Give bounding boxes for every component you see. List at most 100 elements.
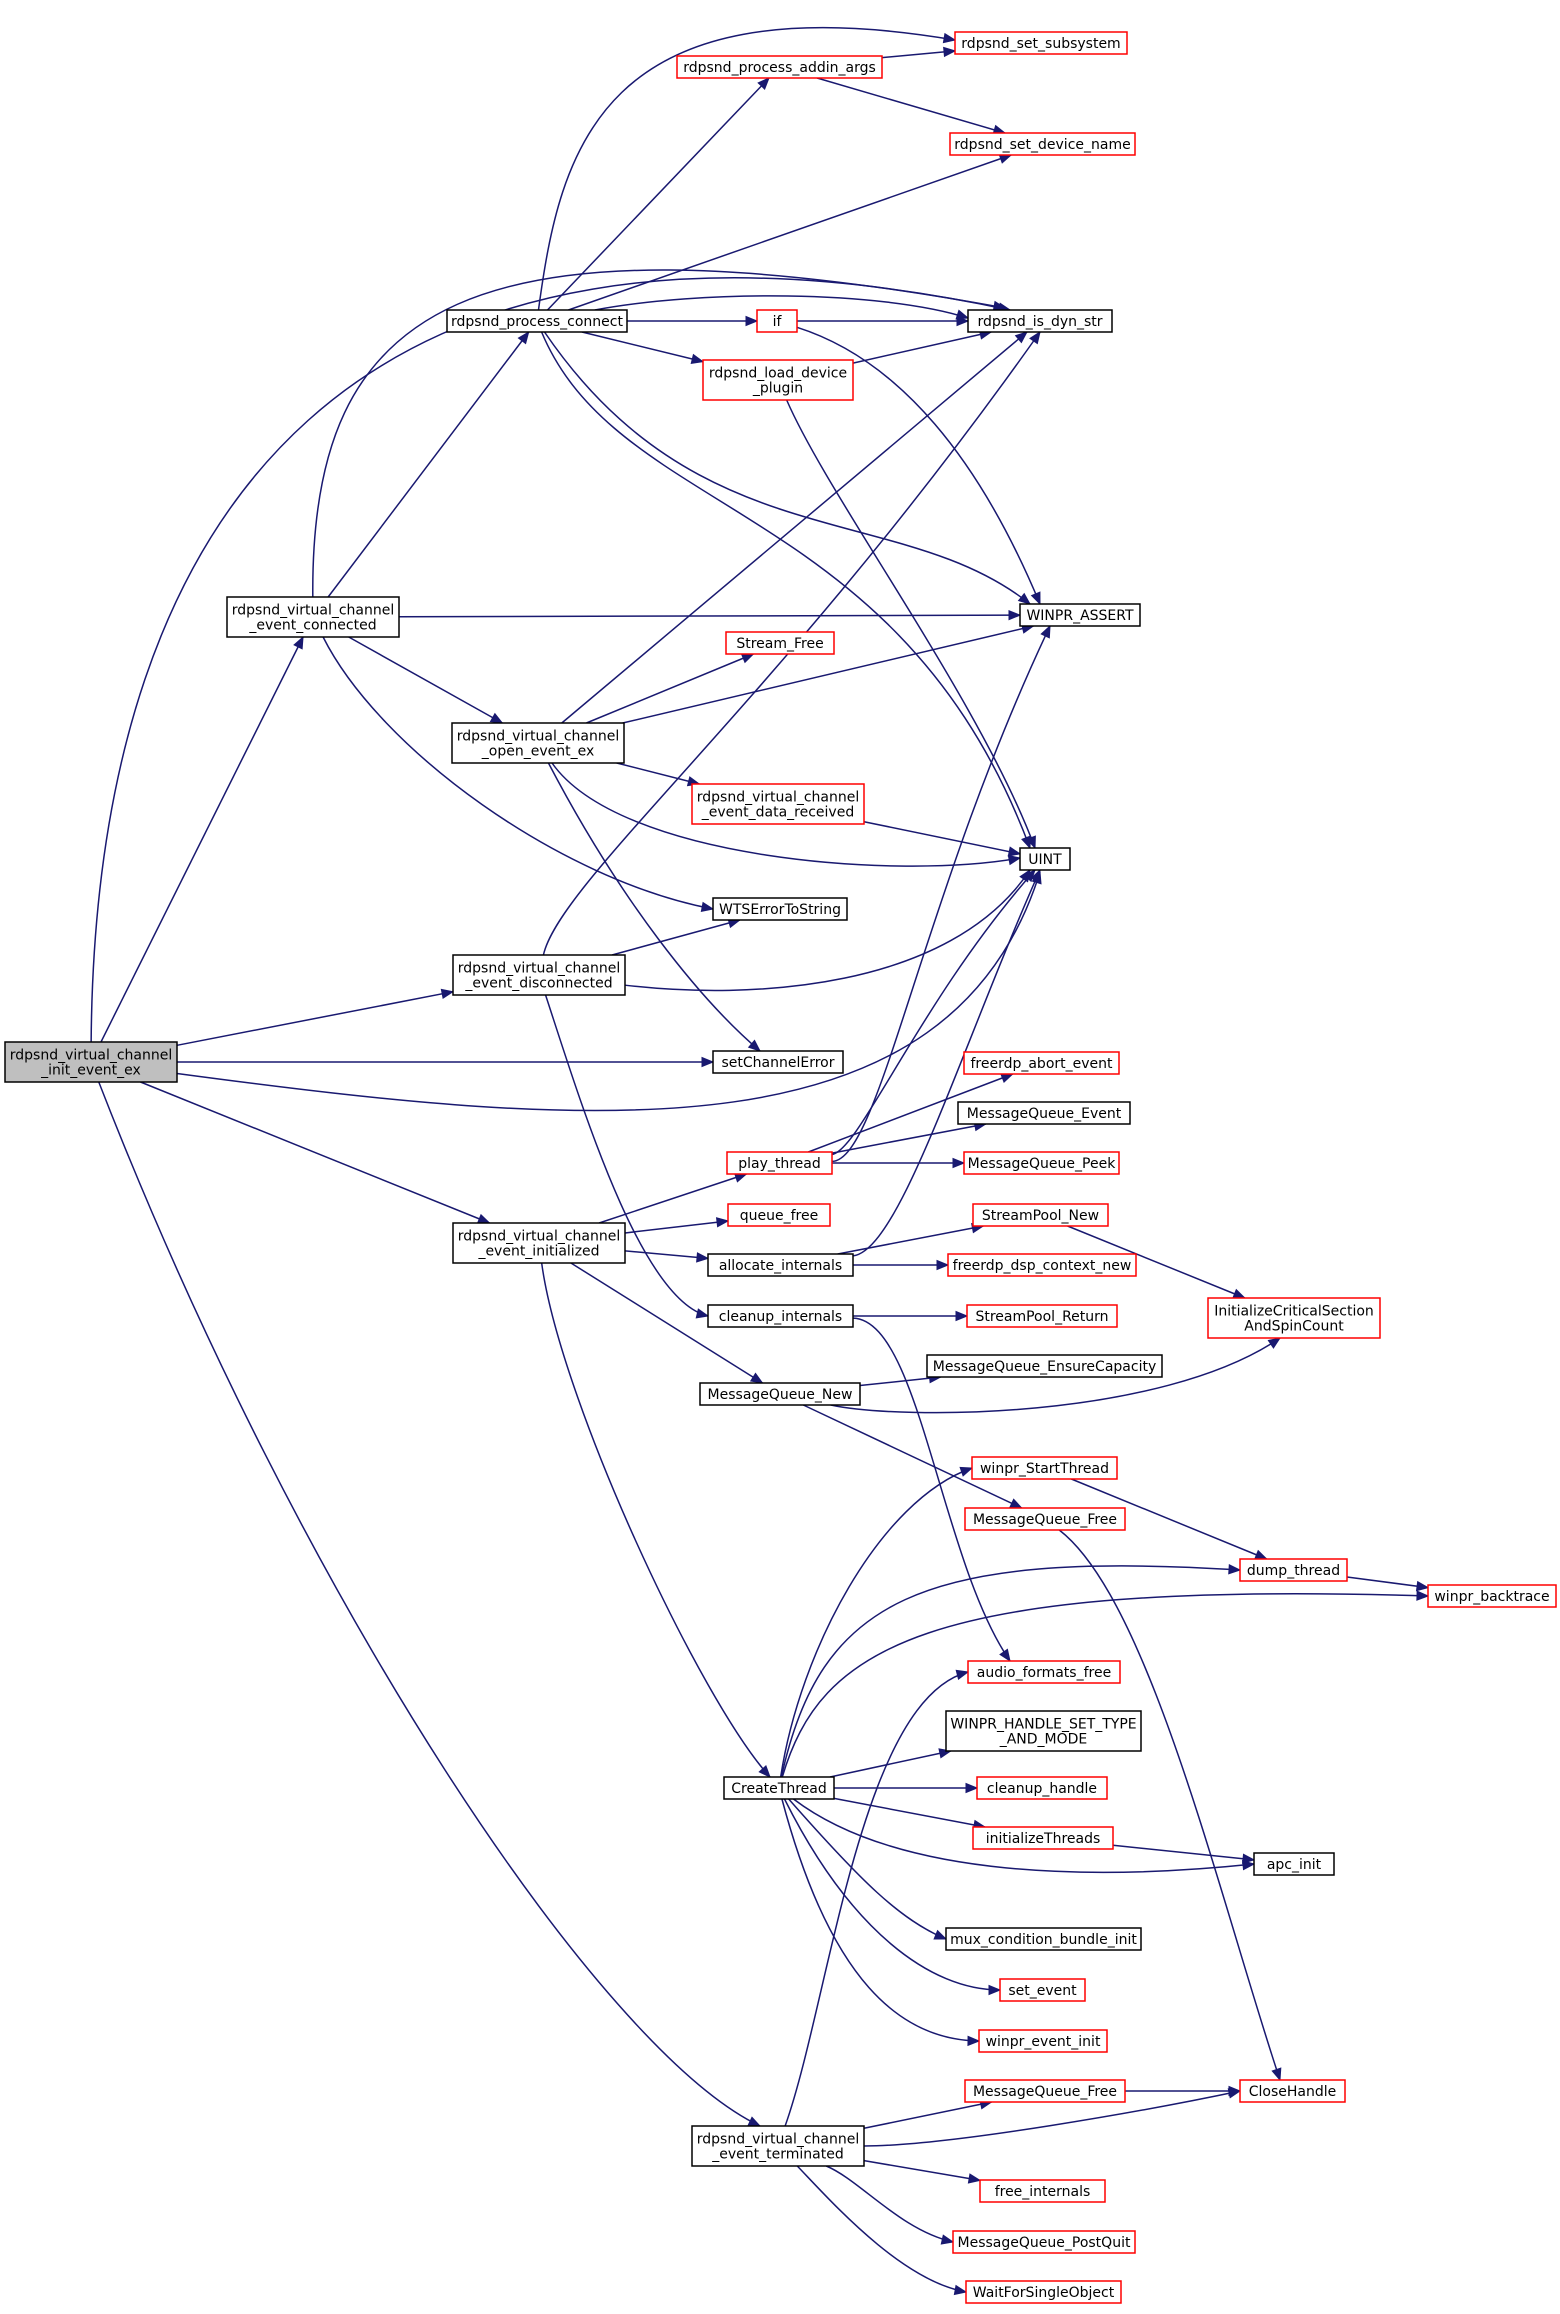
node-mq-ensure[interactable]: MessageQueue_EnsureCapacity bbox=[926, 1354, 1163, 1378]
edge-create_thread-to-backtrace bbox=[781, 1593, 1429, 1778]
node-label: StreamPool_New bbox=[982, 1208, 1099, 1224]
node-set-device-name[interactable]: rdpsnd_set_device_name bbox=[949, 132, 1136, 156]
node-label: if bbox=[773, 314, 783, 330]
node-box bbox=[972, 1203, 1109, 1227]
node-if[interactable]: if bbox=[756, 309, 798, 333]
node-label: rdpsnd_virtual_channel bbox=[10, 1048, 173, 1064]
node-box bbox=[947, 1253, 1137, 1277]
edge-event_initialized-to-queue_free bbox=[624, 1220, 729, 1234]
edge-mq_free_1-to-close_handle bbox=[1058, 1529, 1281, 2081]
node-dsp-context-new[interactable]: freerdp_dsp_context_new bbox=[947, 1253, 1137, 1277]
node-init-event-ex[interactable]: rdpsnd_virtual_channel_init_event_ex bbox=[4, 1041, 178, 1083]
node-close-handle[interactable]: CloseHandle bbox=[1239, 2079, 1346, 2103]
node-label: WINPR_HANDLE_SET_TYPE bbox=[950, 1717, 1136, 1733]
node-set-event[interactable]: set_event bbox=[999, 1978, 1086, 2002]
node-label: CloseHandle bbox=[1249, 2084, 1337, 2100]
edge-event_terminated-to-audio_formats_free bbox=[784, 1671, 969, 2127]
node-set-channel-error[interactable]: setChannelError bbox=[712, 1050, 844, 1074]
edge-init_event_ex-to-event_connected bbox=[100, 636, 304, 1043]
node-is-dyn-str[interactable]: rdpsnd_is_dyn_str bbox=[967, 309, 1113, 333]
edge-process_connect-to-set_subsystem bbox=[537, 26, 956, 311]
edge-event_connected-to-winpr_assert bbox=[398, 614, 1021, 618]
node-box bbox=[979, 2179, 1106, 2203]
edge-process_connect-to-process_addin_args bbox=[546, 77, 770, 311]
node-label: rdpsnd_virtual_channel bbox=[697, 2132, 860, 2148]
node-box bbox=[691, 2125, 865, 2167]
node-initialize-threads[interactable]: initializeThreads bbox=[972, 1826, 1114, 1850]
node-load-device-plugin[interactable]: rdpsnd_load_device_plugin bbox=[702, 359, 854, 401]
node-mq-event[interactable]: MessageQueue_Event bbox=[957, 1101, 1131, 1125]
node-box bbox=[954, 31, 1128, 55]
node-apc-init[interactable]: apc_init bbox=[1253, 1852, 1335, 1876]
node-event-initialized[interactable]: rdpsnd_virtual_channel_event_initialized bbox=[452, 1222, 626, 1264]
arrowhead-event_initialized-to-queue_free bbox=[715, 1217, 730, 1228]
node-box bbox=[1019, 603, 1141, 627]
node-process-addin-args[interactable]: rdpsnd_process_addin_args bbox=[676, 55, 883, 79]
node-play-thread[interactable]: play_thread bbox=[726, 1151, 833, 1175]
node-streampool-new[interactable]: StreamPool_New bbox=[972, 1203, 1109, 1227]
edge-open_event_ex-to-set_channel_error bbox=[547, 762, 761, 1052]
edge-init_event_ex-to-uint bbox=[176, 871, 1041, 1112]
node-open-event-ex[interactable]: rdpsnd_virtual_channel_open_event_ex bbox=[451, 722, 625, 764]
node-label: _event_connected bbox=[248, 618, 376, 634]
edge-if-to-winpr_assert bbox=[796, 326, 1041, 605]
node-queue-free[interactable]: queue_free bbox=[727, 1203, 831, 1227]
node-label: allocate_internals bbox=[719, 1258, 842, 1274]
node-winpr-assert[interactable]: WINPR_ASSERT bbox=[1019, 603, 1141, 627]
edge-create_thread-to-set_event bbox=[783, 1798, 1001, 1991]
node-box bbox=[949, 132, 1136, 156]
node-stream-free[interactable]: Stream_Free bbox=[725, 631, 835, 655]
node-mq-postquit[interactable]: MessageQueue_PostQuit bbox=[952, 2230, 1136, 2254]
edge-initialize_threads-to-apc_init bbox=[1112, 1844, 1255, 1861]
arrowhead-event_initialized-to-create_thread bbox=[758, 1764, 771, 1778]
node-box bbox=[967, 1660, 1121, 1684]
node-wts-error[interactable]: WTSErrorToString bbox=[712, 897, 848, 921]
arrowhead-start_thread-to-dump_thread bbox=[1254, 1549, 1268, 1560]
node-abort-event[interactable]: freerdp_abort_event bbox=[963, 1051, 1120, 1075]
arrowhead-create_thread-to-winpr_event_init bbox=[967, 2035, 981, 2047]
node-winpr-event-init[interactable]: winpr_event_init bbox=[978, 2029, 1108, 2053]
node-box bbox=[452, 1222, 626, 1264]
node-create-thread[interactable]: CreateThread bbox=[723, 1776, 835, 1800]
node-label: _event_data_received bbox=[701, 805, 854, 821]
arrowhead-event_terminated-to-audio_formats_free bbox=[955, 1669, 970, 1680]
node-label: _AND_MODE bbox=[999, 1732, 1088, 1748]
node-label: initializeThreads bbox=[986, 1831, 1101, 1847]
node-wait-single[interactable]: WaitForSingleObject bbox=[965, 2280, 1122, 2304]
node-audio-formats-free[interactable]: audio_formats_free bbox=[967, 1660, 1121, 1684]
arrowhead-data_received-to-uint bbox=[1007, 846, 1022, 857]
node-process-connect[interactable]: rdpsnd_process_connect bbox=[446, 309, 628, 333]
edge-play_thread-to-abort_event bbox=[808, 1073, 1013, 1153]
node-data-received[interactable]: rdpsnd_virtual_channel_event_data_receiv… bbox=[691, 783, 865, 825]
edge-event_initialized-to-mq_new bbox=[570, 1262, 763, 1384]
node-mq-peek[interactable]: MessageQueue_Peek bbox=[963, 1151, 1120, 1175]
node-dump-thread[interactable]: dump_thread bbox=[1239, 1558, 1348, 1582]
edge-play_thread-to-uint bbox=[831, 869, 1036, 1156]
node-cleanup-internals[interactable]: cleanup_internals bbox=[707, 1304, 854, 1328]
node-event-connected[interactable]: rdpsnd_virtual_channel_event_connected bbox=[226, 596, 400, 638]
node-label: _event_disconnected bbox=[464, 976, 612, 992]
node-backtrace[interactable]: winpr_backtrace bbox=[1427, 1584, 1557, 1608]
edge-init_event_ex-to-is_dyn_str bbox=[90, 277, 1011, 1043]
node-event-terminated[interactable]: rdpsnd_virtual_channel_event_terminated bbox=[691, 2125, 865, 2167]
node-uint[interactable]: UINT bbox=[1019, 847, 1071, 871]
arrowhead-streampool_new-to-init_cs bbox=[1232, 1288, 1247, 1299]
node-box bbox=[727, 1203, 831, 1227]
node-mq-free-2[interactable]: MessageQueue_Free bbox=[964, 2079, 1126, 2103]
node-cleanup-handle[interactable]: cleanup_handle bbox=[976, 1776, 1108, 1800]
node-free-internals[interactable]: free_internals bbox=[979, 2179, 1106, 2203]
node-mux-condition[interactable]: mux_condition_bundle_init bbox=[945, 1927, 1142, 1951]
node-set-subsystem[interactable]: rdpsnd_set_subsystem bbox=[954, 31, 1128, 55]
node-mq-free-1[interactable]: MessageQueue_Free bbox=[964, 1507, 1126, 1531]
node-label: rdpsnd_load_device bbox=[709, 366, 847, 382]
node-handle-set-type[interactable]: WINPR_HANDLE_SET_TYPE_AND_MODE bbox=[945, 1710, 1142, 1752]
node-label: StreamPool_Return bbox=[975, 1309, 1108, 1325]
arrowhead-mq_new-to-init_cs bbox=[1267, 1337, 1282, 1349]
node-event-disconnected[interactable]: rdpsnd_virtual_channel_event_disconnecte… bbox=[452, 954, 626, 996]
node-mq-new[interactable]: MessageQueue_New bbox=[699, 1382, 861, 1406]
node-start-thread[interactable]: winpr_StartThread bbox=[971, 1456, 1118, 1480]
node-streampool-return[interactable]: StreamPool_Return bbox=[966, 1304, 1118, 1328]
node-allocate-internals[interactable]: allocate_internals bbox=[707, 1253, 854, 1277]
